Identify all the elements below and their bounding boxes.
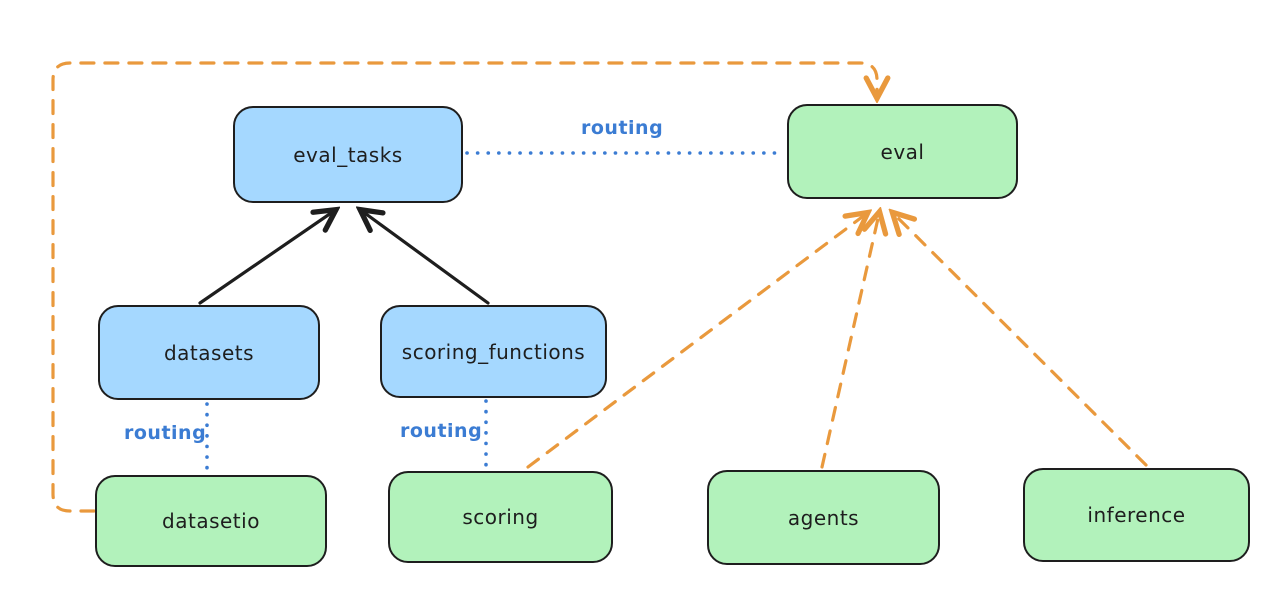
node-eval_tasks-label: eval_tasks <box>293 142 403 167</box>
node-agents: agents <box>707 470 940 565</box>
node-eval_tasks: eval_tasks <box>233 106 463 203</box>
node-scoring: scoring <box>388 471 613 563</box>
node-agents-label: agents <box>787 505 860 530</box>
node-inference-label: inference <box>1087 503 1186 527</box>
node-datasets-label: datasets <box>163 340 255 365</box>
node-eval-label: eval <box>880 139 925 164</box>
edge-datasets-to-eval_tasks <box>198 211 334 305</box>
node-scoring_functions: scoring_functions <box>380 305 607 398</box>
node-inference: inference <box>1023 468 1250 562</box>
edge-agents-to-eval <box>820 214 879 469</box>
edge-label-routing-eval_tasks-eval: routing <box>581 117 664 139</box>
node-datasetio: datasetio <box>95 475 327 567</box>
node-datasetio-label: datasetio <box>162 509 260 533</box>
edge-scoring_functions-to-eval_tasks <box>362 211 490 305</box>
node-scoring_functions-label: scoring_functions <box>401 339 586 364</box>
node-datasets: datasets <box>98 305 320 400</box>
edge-label-routing-scoring_functions-scoring: routing <box>400 420 483 442</box>
node-scoring-label: scoring <box>462 505 539 529</box>
edge-datasetio-to-eval <box>51 61 877 513</box>
edge-inference-to-eval <box>894 214 1148 467</box>
edge-label-routing-datasets-datasetio: routing <box>124 422 207 444</box>
node-eval: eval <box>787 104 1018 199</box>
